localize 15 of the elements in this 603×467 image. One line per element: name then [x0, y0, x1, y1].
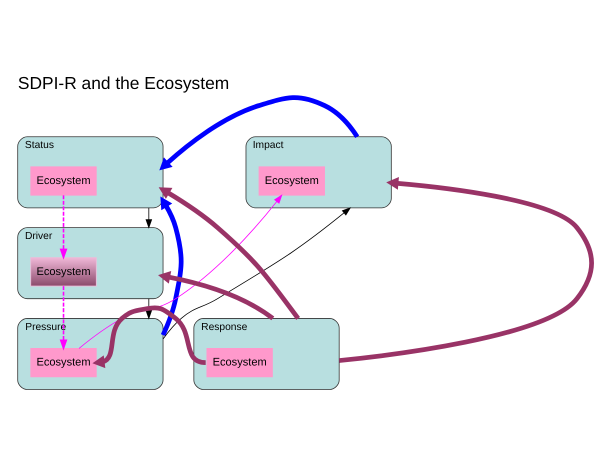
node-box: Ecosystem	[206, 348, 273, 377]
node-box: Ecosystem	[30, 348, 97, 377]
diagram-title: SDPI-R and the Ecosystem	[18, 72, 230, 93]
arrow	[158, 186, 300, 320]
arrow	[60, 194, 68, 260]
node-box: Ecosystem	[30, 166, 97, 196]
arrow	[159, 94, 360, 170]
arrow	[60, 286, 68, 350]
arrow	[162, 206, 352, 339]
arrow	[160, 196, 184, 336]
arrow	[146, 206, 152, 228]
arrow	[338, 176, 594, 362]
node-box: Ecosystem	[30, 256, 97, 286]
node-box: Ecosystem	[258, 166, 325, 196]
arrow	[158, 270, 274, 320]
